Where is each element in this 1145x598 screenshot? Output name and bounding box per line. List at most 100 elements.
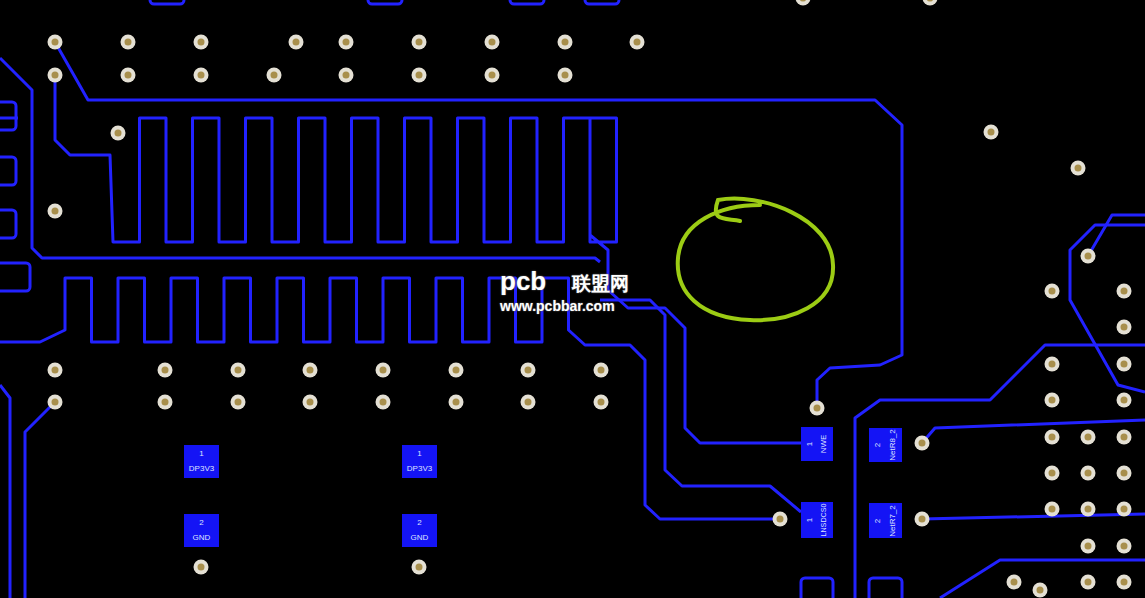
via (1081, 575, 1096, 590)
via-hole (416, 564, 423, 571)
via-hole (489, 39, 496, 46)
via-hole (562, 39, 569, 46)
edge-pad (801, 578, 833, 598)
edge-pad (869, 578, 902, 598)
edge-pad (0, 210, 16, 238)
via (1117, 284, 1132, 299)
via-hole (1121, 506, 1128, 513)
via-hole (1075, 165, 1082, 172)
smd-pad: 2NetR7_2 (869, 503, 902, 538)
via (1117, 502, 1132, 517)
pin-number: 2 (417, 519, 421, 527)
via-hole (52, 39, 59, 46)
edge-pad (0, 102, 16, 130)
via-hole (814, 405, 821, 412)
via (1081, 502, 1096, 517)
via (558, 68, 573, 83)
via (1045, 430, 1060, 445)
edge-pad (0, 263, 30, 291)
via (339, 68, 354, 83)
via-hole (52, 367, 59, 374)
via (1045, 466, 1060, 481)
pin-number: 2 (874, 443, 882, 447)
via-hole (343, 72, 350, 79)
via (796, 0, 811, 6)
via-hole (1049, 361, 1056, 368)
via (1081, 430, 1096, 445)
via (1081, 466, 1096, 481)
via (303, 363, 318, 378)
edge-pad (368, 0, 402, 4)
via-hole (52, 399, 59, 406)
smd-pad: 2GND (402, 514, 437, 547)
net-name: LNSDCS0 (820, 503, 827, 536)
edge-pad (150, 0, 184, 4)
pin-number: 1 (417, 450, 421, 458)
via-hole (125, 72, 132, 79)
edge-pad (0, 157, 16, 185)
via (376, 363, 391, 378)
via (1081, 539, 1096, 554)
edge-pad (585, 0, 619, 4)
watermark-url: www.pcbbar.com (500, 298, 615, 314)
via (1117, 320, 1132, 335)
via-hole (919, 516, 926, 523)
pin-number: 2 (874, 518, 882, 522)
smd-pad: 1NWE (801, 427, 833, 461)
via-hole (1049, 288, 1056, 295)
via (412, 560, 427, 575)
via (773, 512, 788, 527)
via-hole (416, 72, 423, 79)
via-hole (1011, 579, 1018, 586)
via (449, 363, 464, 378)
via-hole (1085, 253, 1092, 260)
via-hole (52, 208, 59, 215)
via (1117, 575, 1132, 590)
via-hole (1049, 434, 1056, 441)
via-hole (52, 72, 59, 79)
via-group (48, 0, 1132, 598)
via-hole (125, 39, 132, 46)
via (1117, 393, 1132, 408)
via (1071, 161, 1086, 176)
via (923, 0, 938, 6)
via (48, 363, 63, 378)
via (485, 35, 500, 50)
via (1045, 393, 1060, 408)
watermark-text: 联盟网 (572, 271, 629, 297)
via (1117, 357, 1132, 372)
via-hole (1121, 543, 1128, 550)
via-hole (1085, 579, 1092, 586)
pin-number: 2 (199, 519, 203, 527)
highlight-circle (678, 199, 833, 321)
via (376, 395, 391, 410)
smd-pad: 1DP3V3 (184, 445, 219, 478)
copper-trace (855, 345, 1145, 598)
via (48, 35, 63, 50)
smd-pad: 2 NetR8_2 (869, 428, 902, 462)
via-hole (489, 72, 496, 79)
via-hole (1121, 470, 1128, 477)
via-hole (235, 399, 242, 406)
via-hole (453, 399, 460, 406)
via (121, 35, 136, 50)
via (267, 68, 282, 83)
copper-trace (1070, 225, 1145, 392)
copper-trace (600, 300, 801, 512)
via-hole (1085, 506, 1092, 513)
via (48, 204, 63, 219)
smd-pad: 2GND (184, 514, 219, 547)
via-hole (1037, 587, 1044, 594)
via (1045, 284, 1060, 299)
pin-number: 1 (806, 518, 814, 522)
via (630, 35, 645, 50)
via-hole (380, 399, 387, 406)
via-hole (1121, 579, 1128, 586)
copper-trace (55, 42, 902, 408)
net-name: NetR8_2 (889, 429, 897, 461)
via-hole (562, 72, 569, 79)
trace-group (0, 42, 1145, 598)
via (121, 68, 136, 83)
via (1117, 430, 1132, 445)
